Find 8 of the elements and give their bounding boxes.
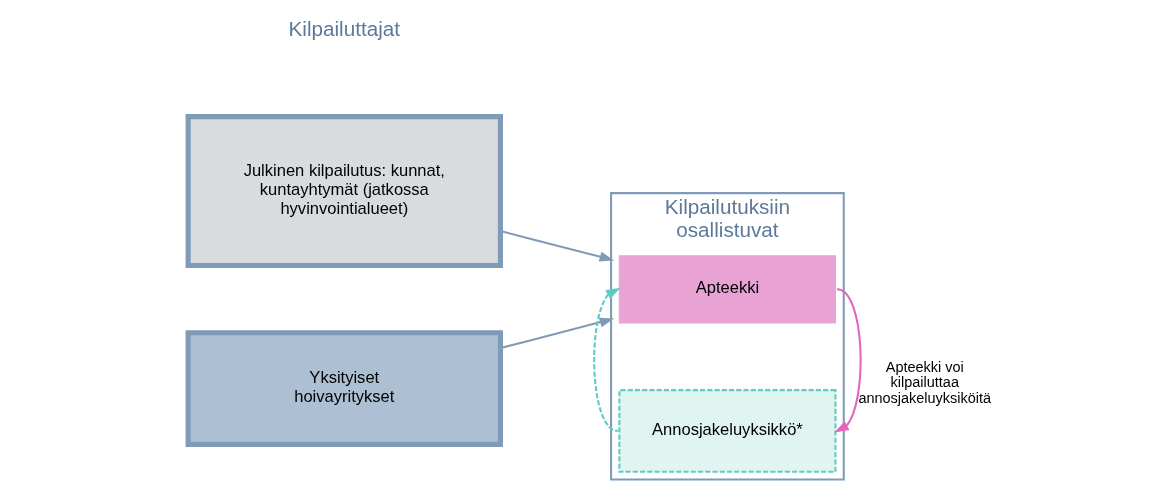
- node-box: Julkinen kilpailutus: kunnat, kuntayhtymät (jatkossa hyvinvointialueet): [185, 114, 503, 269]
- arrow: [833, 288, 862, 433]
- edge-label: Apteekki voi kilpailuttaa annosjakeluyksiköitä: [857, 358, 991, 406]
- node-box: Yksityiset hoivayritykset: [185, 330, 503, 447]
- arrow: [592, 287, 621, 432]
- label: Kilpailuttajat: [288, 16, 400, 40]
- node-box: Annosjakeluyksikkö*: [617, 389, 836, 473]
- node-box: Apteekki: [618, 255, 836, 324]
